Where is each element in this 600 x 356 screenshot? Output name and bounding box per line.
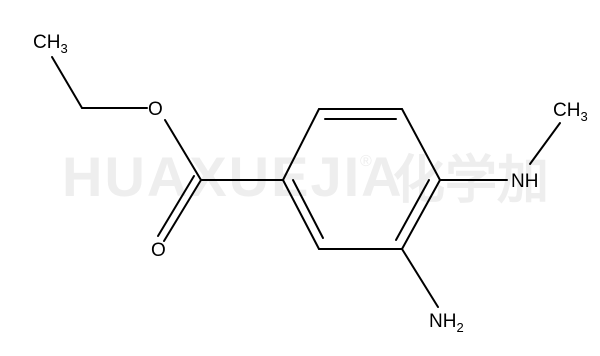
atom-labels: CH3 O O NH CH3 NH2 (33, 32, 588, 335)
ring-bond-3 (401, 108, 441, 181)
bond-ester-o-carbonyl-c (164, 119, 202, 181)
atom-nh: NH (511, 171, 538, 192)
bond-ring-nh2 (401, 248, 439, 308)
atom-ch3-ethyl: CH3 (33, 32, 68, 56)
atom-carbonyl-o: O (151, 240, 166, 261)
ring-bond-6-inner (292, 179, 324, 239)
ring-bond-4 (401, 179, 441, 250)
ring-bond-6 (282, 179, 320, 250)
watermark: HUAXUEJIA ® 化学加 (62, 145, 549, 211)
atom-ch3-methyl: CH3 (553, 100, 588, 124)
bonds (51, 56, 561, 308)
atom-nh2: NH2 (429, 311, 464, 335)
bond-nh-ch3 (529, 122, 561, 165)
watermark-registered-mark: ® (360, 153, 372, 170)
bond-ch3-ch2 (51, 56, 83, 109)
atom-ester-o: O (148, 99, 163, 120)
bond-carbonyl-double-inner (157, 175, 195, 237)
watermark-latin-text: HUAXUEJIA (62, 145, 404, 208)
ring-bond-1 (282, 108, 320, 181)
ring-bond-4-inner (395, 179, 430, 241)
bond-carbonyl-double-outer (163, 179, 202, 242)
